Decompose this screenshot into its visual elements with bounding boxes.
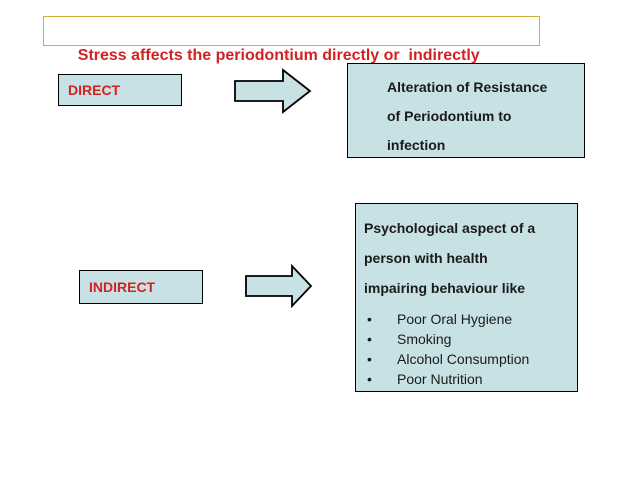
right-arrow-icon [245,264,313,308]
bullet-icon: • [367,331,372,347]
title-banner: Stress affects the periodontium directly… [43,16,540,64]
list-item-label: Poor Nutrition [397,371,483,387]
list-item: • Poor Nutrition [364,369,571,389]
direct-result-line: Alteration of Resistance [387,79,548,95]
bullet-icon: • [367,311,372,327]
direct-result-line: infection [387,137,446,153]
direct-result-box: Alteration of Resistance of Periodontium… [347,63,585,158]
title-text: Stress affects the periodontium directly… [77,47,480,64]
indirect-result-heading-line: impairing behaviour like [364,280,526,296]
behaviour-bullet-list: • Poor Oral Hygiene • Smoking • Alcohol … [364,309,571,389]
indirect-result-heading-line: Psychological aspect of a [364,220,536,236]
list-item: • Poor Oral Hygiene [364,309,571,329]
direct-label-box: DIRECT [58,74,182,106]
right-arrow-icon [234,68,312,114]
direct-result-line: of Periodontium to [387,108,512,124]
indirect-label: INDIRECT [89,279,156,295]
indirect-label-box: INDIRECT [79,270,203,304]
direct-label: DIRECT [68,82,121,98]
indirect-result-box: Psychological aspect of a person with he… [355,203,578,392]
list-item-label: Poor Oral Hygiene [397,311,513,327]
list-item-label: Smoking [397,331,452,347]
list-item: • Smoking [364,329,571,349]
list-item-label: Alcohol Consumption [397,351,530,367]
indirect-result-heading-line: person with health [364,250,488,266]
bullet-icon: • [367,351,372,367]
list-item: • Alcohol Consumption [364,349,571,369]
bullet-icon: • [367,371,372,387]
